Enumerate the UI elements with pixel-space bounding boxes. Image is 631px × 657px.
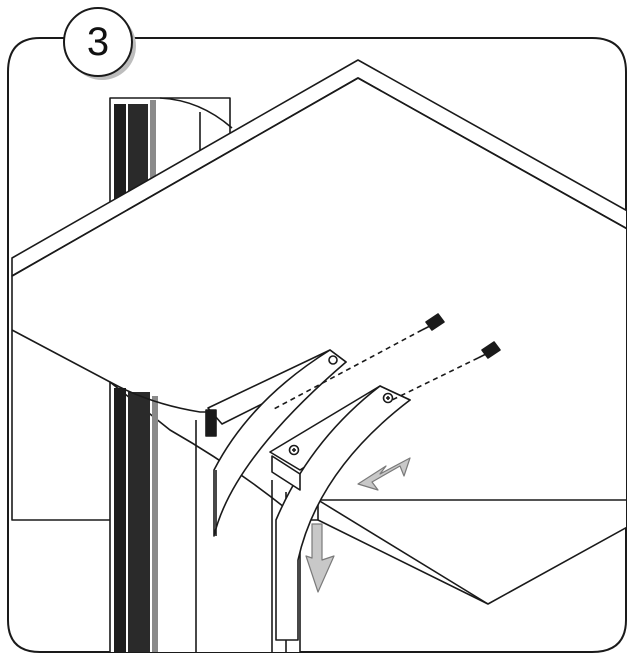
shelf-underside-edge [11, 329, 210, 413]
lower-pole [109, 381, 301, 652]
shelf-front-corner [317, 499, 626, 605]
alignment-guide [271, 329, 423, 411]
screw-icon [421, 313, 445, 331]
alignment-guide [391, 357, 479, 401]
bracket-front [269, 385, 411, 641]
screw-icon [477, 341, 501, 359]
bracket-back [205, 349, 347, 537]
step-number-badge [63, 7, 136, 80]
arrow-icon [357, 457, 411, 491]
arrow-icon [305, 523, 335, 593]
shelf-board [11, 59, 626, 521]
shelf-corner-edge [317, 499, 489, 605]
